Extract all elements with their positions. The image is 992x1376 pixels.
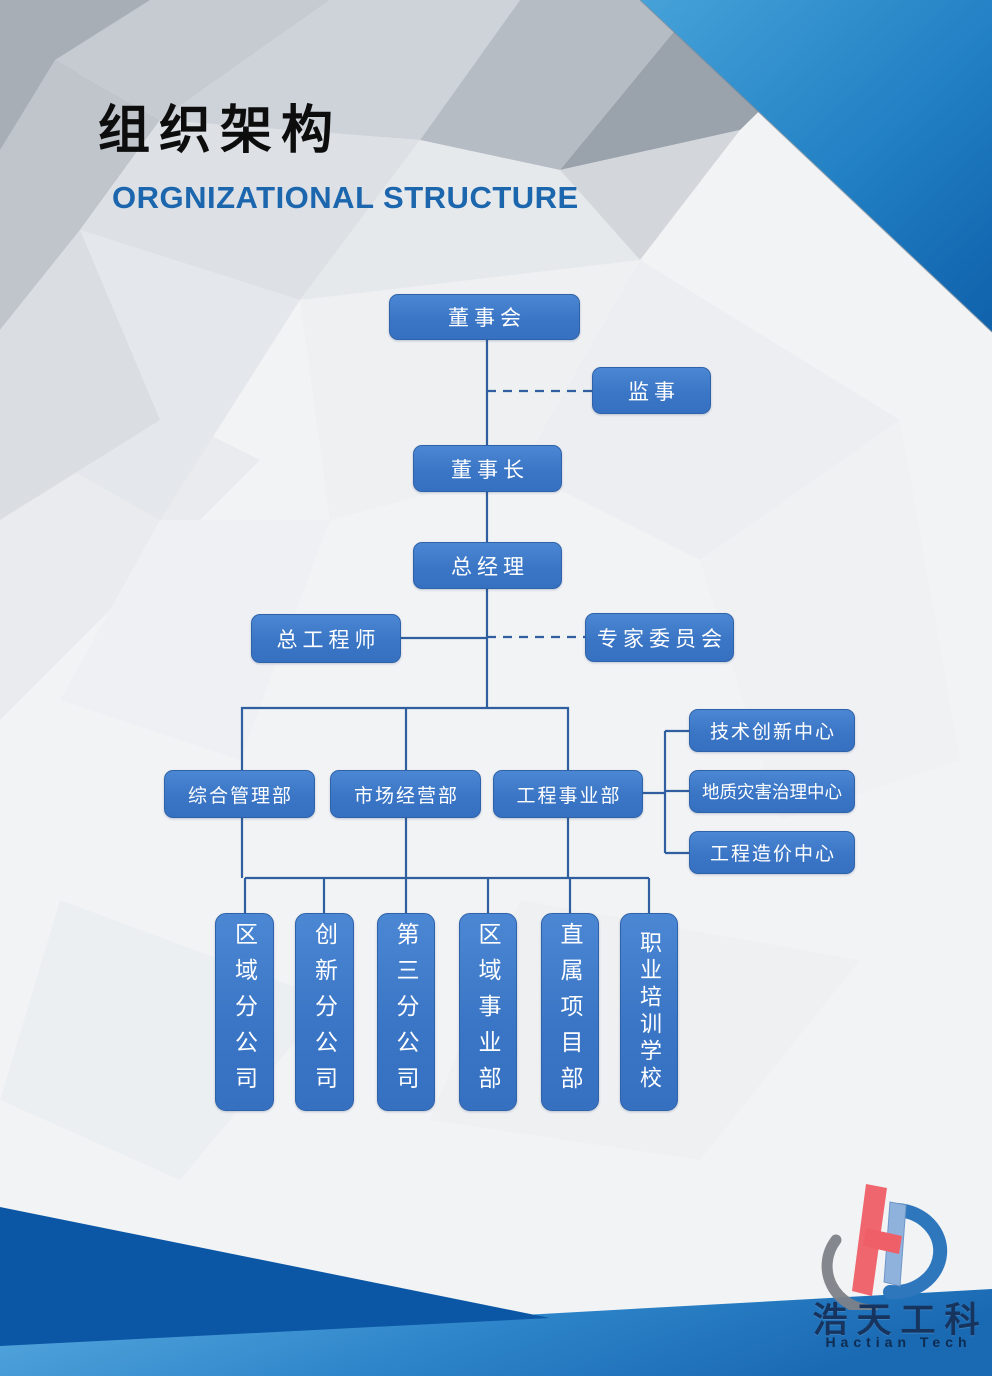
node-board[interactable]: 董事会 xyxy=(389,294,580,340)
node-supervisor[interactable]: 监事 xyxy=(592,367,711,414)
node-dept-engineering[interactable]: 工程事业部 xyxy=(493,770,643,818)
company-name-en: Hactian Tech xyxy=(825,1334,972,1350)
node-center-tech-innovation[interactable]: 技术创新中心 xyxy=(689,709,855,752)
node-general-manager[interactable]: 总经理 xyxy=(413,542,562,589)
node-dept-market[interactable]: 市场经营部 xyxy=(330,770,481,818)
node-division-regional[interactable]: 区域事业部 xyxy=(459,913,517,1111)
company-name-zh: 浩天工科 xyxy=(812,1301,989,1340)
node-expert-committee[interactable]: 专家委员会 xyxy=(585,613,734,662)
node-center-geo-disaster[interactable]: 地质灾害治理中心 xyxy=(689,770,855,813)
node-school-vocational[interactable]: 职业培训学校 xyxy=(620,913,678,1111)
node-branch-regional[interactable]: 区域分公司 xyxy=(215,913,274,1111)
node-chief-engineer[interactable]: 总工程师 xyxy=(251,614,401,663)
node-center-cost[interactable]: 工程造价中心 xyxy=(689,831,855,874)
company-logo-icon xyxy=(821,1184,948,1310)
node-dept-admin[interactable]: 综合管理部 xyxy=(164,770,315,818)
node-branch-innovation[interactable]: 创新分公司 xyxy=(295,913,354,1111)
node-branch-third[interactable]: 第三分公司 xyxy=(377,913,435,1111)
node-dept-direct-projects[interactable]: 直属项目部 xyxy=(541,913,599,1111)
node-chairman[interactable]: 董事长 xyxy=(413,445,562,492)
page-subtitle: ORGNIZATIONAL STRUCTURE xyxy=(112,180,579,215)
page-title: 组织架构 xyxy=(98,102,343,160)
